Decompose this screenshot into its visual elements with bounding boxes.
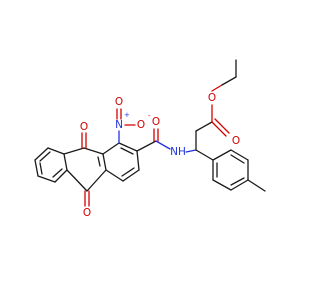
amide-carbonyl [153, 128, 159, 142]
nitro-oxygen-double: O [115, 96, 123, 108]
right-aromatic-ring [102, 142, 140, 182]
tolyl-methyl-bond [247, 179, 266, 192]
quinone-oxygen-bottom: O [83, 207, 91, 219]
amide-cn-bond [155, 140, 171, 150]
ester-ether-oxygen: O [208, 92, 216, 104]
quinone-ring [63, 147, 107, 192]
chiral-to-tolyl-bond [195, 149, 214, 161]
ether-o-ch2-bond [211, 84, 223, 92]
quinone-oxygen-top: O [80, 121, 88, 133]
nitro-oxygen-minus: O [137, 119, 145, 131]
nitro-minus-charge: - [148, 112, 151, 120]
molecule-structure: O O N + O - O O NH O [34, 59, 266, 219]
amide-nh: NH [170, 146, 186, 158]
tolyl-ring [212, 149, 249, 191]
nitro-nitrogen: N [115, 119, 123, 131]
quinone-carbonyl-bottom [84, 190, 90, 207]
nitro-plus-charge: + [124, 111, 130, 119]
ester-carbonyl [211, 118, 230, 137]
nitro-o-double-bond [116, 108, 122, 120]
ester-carbonyl-oxygen: O [232, 135, 240, 147]
nh-to-chiral-bond [185, 149, 197, 153]
quinone-carbonyl-top [81, 132, 87, 149]
left-benzene-ring [34, 147, 68, 183]
ring-to-amide-bond [136, 140, 157, 152]
amide-oxygen: O [152, 116, 160, 128]
ethyl-ch2-ch3-bond [221, 76, 237, 86]
ch2-to-ester-c-bond [195, 121, 213, 132]
